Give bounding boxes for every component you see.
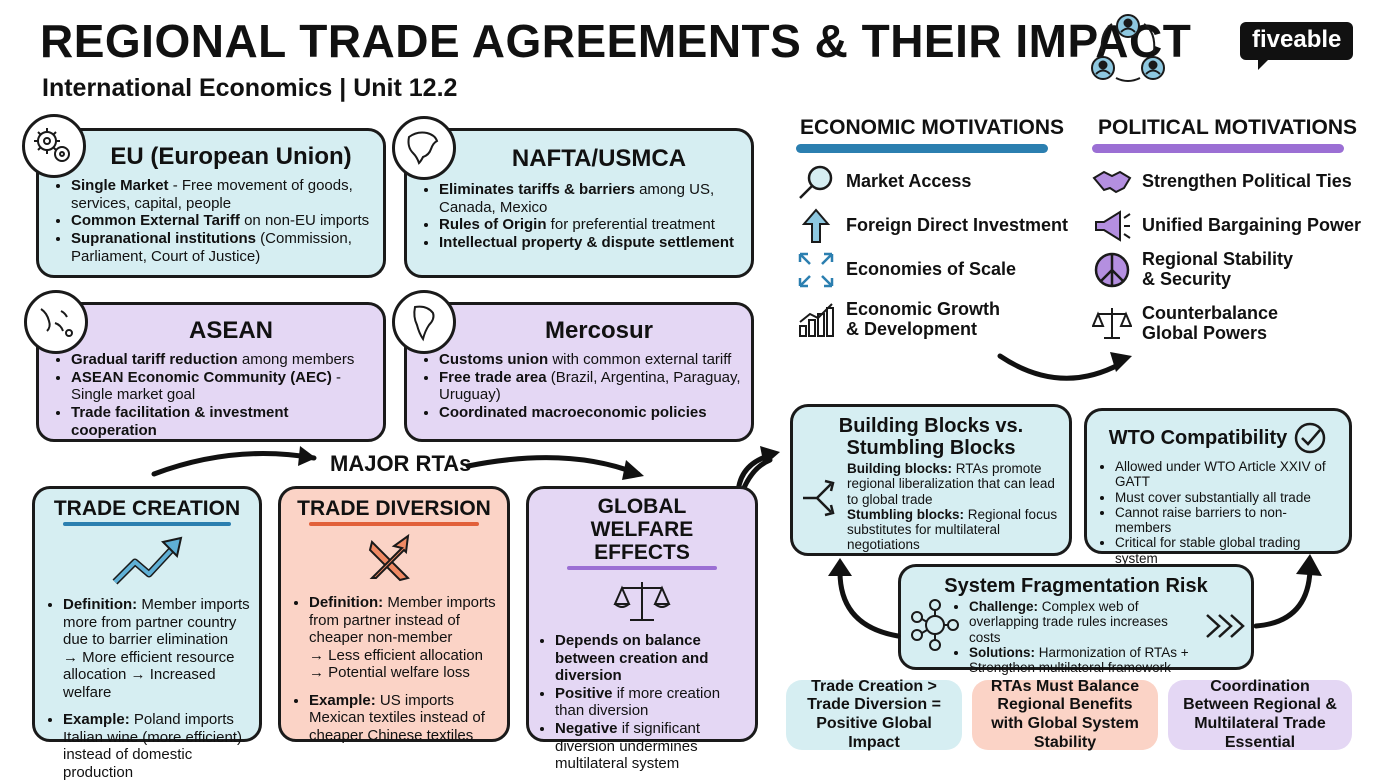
political-item-counterbalance: Counterbalance Global Powers — [1092, 303, 1322, 344]
summary-positive-impact: Trade Creation > Trade Diversion = Posit… — [786, 678, 962, 751]
nafta-title: NAFTA/USMCA — [511, 145, 687, 172]
trade-diversion-title: TRADE DIVERSION — [297, 497, 491, 520]
wto-item-2: Must cover substantially all trade — [1115, 490, 1343, 505]
nafta-item-2: Rules of Origin for preferential treatme… — [439, 216, 743, 234]
political-item-stability: Regional Stability & Security — [1092, 249, 1302, 290]
page-subtitle: International Economics | Unit 12.2 — [42, 74, 458, 102]
global-welfare-card: GLOBAL WELFARE EFFECTS Depends on balanc… — [526, 486, 758, 772]
curved-arrow-right — [997, 352, 1132, 381]
eu-item-3: Supranational institutions (Commission, … — [71, 230, 375, 265]
wto-item-1: Allowed under WTO Article XXIV of GATT — [1115, 459, 1343, 490]
up-arrow-icon — [801, 208, 831, 243]
page-title: REGIONAL TRADE AGREEMENTS & THEIR IMPACT — [40, 15, 1192, 67]
trade-creation-underline — [63, 522, 231, 527]
global-welfare-underline — [567, 566, 717, 571]
major-rtas-label: MAJOR RTAs — [330, 451, 472, 476]
fragmentation-challenge: Challenge: Complex web of overlapping tr… — [969, 599, 1197, 645]
global-welfare-item-1: Depends on balance between creation and … — [555, 632, 749, 685]
global-welfare-item-3: Negative if significant diversion underm… — [555, 720, 749, 773]
trade-creation-definition: Definition: Member imports more from par… — [63, 596, 253, 701]
economic-item-fdi: Foreign Direct Investment — [796, 206, 1068, 246]
global-welfare-item-2: Positive if more creation than diversion — [555, 685, 749, 720]
fragmentation-title: System Fragmentation Risk — [944, 575, 1208, 597]
mercosur-title: Mercosur — [544, 317, 654, 344]
building-blocks-text: Building blocks: RTAs promote regional l… — [847, 461, 1058, 553]
asean-title: ASEAN — [188, 317, 273, 344]
mercosur-item-2: Free trade area (Brazil, Argentina, Para… — [439, 369, 743, 404]
fork-arrows-icon — [803, 479, 835, 517]
economic-item-scale: Economies of Scale — [796, 250, 1016, 290]
south-america-map-icon — [392, 290, 456, 354]
building-blocks-card: Building Blocks vs. Stumbling Blocks Bui… — [790, 404, 1072, 556]
check-circle-icon — [1295, 422, 1326, 454]
eu-card: EU (European Union) Single Market - Free… — [36, 128, 386, 278]
people-cycle-icon — [1091, 14, 1165, 82]
political-motivations-title: POLITICAL MOTIVATIONS — [1098, 116, 1357, 139]
trade-diversion-example: Example: US imports Mexican textiles ins… — [309, 692, 501, 745]
trade-diversion-card: TRADE DIVERSION Definition: Member impor… — [278, 486, 510, 745]
eu-item-2: Common External Tariff on non-EU imports — [71, 212, 375, 230]
economic-motivations-title: ECONOMIC MOTIVATIONS — [800, 116, 1065, 139]
wto-item-4: Critical for stable global trading syste… — [1115, 535, 1343, 566]
wto-item-3: Cannot raise barriers to non-members — [1115, 505, 1343, 536]
eu-item-1: Single Market - Free movement of goods, … — [71, 177, 375, 212]
megaphone-icon — [1095, 210, 1131, 242]
eu-title: EU (European Union) — [110, 143, 352, 170]
gears-icon — [22, 114, 86, 178]
political-motivations-bar — [1092, 144, 1344, 153]
trade-diversion-definition: Definition: Member imports from partner … — [309, 594, 501, 682]
trade-creation-title: TRADE CREATION — [53, 497, 241, 520]
nafta-card: NAFTA/USMCA Eliminates tariffs & barrier… — [404, 128, 754, 278]
trade-creation-example: Example: Poland imports Italian wine (mo… — [63, 711, 253, 781]
expand-arrows-icon — [798, 252, 834, 288]
rising-trend-icon — [112, 536, 183, 585]
economic-motivations-bar — [796, 144, 1048, 153]
nafta-item-3: Intellectual property & dispute settleme… — [439, 234, 743, 252]
growth-chart-icon — [799, 303, 834, 337]
north-america-map-icon — [392, 116, 456, 180]
summary-coordination: Coordination Between Regional & Multilat… — [1168, 678, 1352, 751]
diverging-arrows-icon — [368, 533, 410, 582]
economic-item-market-access: Market Access — [796, 162, 971, 202]
asean-item-3: Trade facilitation & investment cooperat… — [71, 404, 375, 439]
fiveable-logo: fiveable — [1240, 22, 1354, 70]
mercosur-item-3: Coordinated macroeconomic policies — [439, 404, 743, 422]
peace-icon — [1094, 252, 1130, 288]
network-icon — [911, 599, 959, 651]
trade-diversion-underline — [309, 522, 479, 527]
wto-title: WTO Compatibility — [1108, 427, 1288, 449]
nafta-item-1: Eliminates tariffs & barriers among US, … — [439, 181, 743, 216]
mercosur-item-1: Customs union with common external tarif… — [439, 351, 743, 369]
chevrons-right-icon — [1206, 614, 1245, 638]
political-item-ties: Strengthen Political Ties — [1092, 162, 1352, 202]
wto-card: WTO Compatibility Allowed under WTO Arti… — [1084, 408, 1352, 566]
handshake-icon — [1092, 170, 1132, 194]
curved-arrow-up-right — [1253, 554, 1322, 629]
balance-scale-icon — [613, 582, 671, 622]
mercosur-card: Mercosur Customs union with common exter… — [404, 302, 754, 442]
economic-item-growth: Economic Growth & Development — [796, 299, 1016, 340]
southeast-asia-map-icon — [24, 290, 88, 354]
asean-item-2: ASEAN Economic Community (AEC) - Single … — [71, 369, 375, 404]
asean-item-1: Gradual tariff reduction among members — [71, 351, 375, 369]
fragmentation-solutions: Solutions: Harmonization of RTAs + Stren… — [969, 645, 1197, 676]
political-item-bargaining: Unified Bargaining Power — [1092, 206, 1361, 246]
building-blocks-title: Building Blocks vs. Stumbling Blocks — [838, 415, 1024, 459]
magnifier-icon — [799, 165, 833, 199]
summary-balance: RTAs Must Balance Regional Benefits with… — [972, 678, 1158, 751]
trade-creation-card: TRADE CREATION Definition: Member import… — [32, 486, 262, 781]
curved-arrow-up-left — [828, 558, 901, 639]
fragmentation-card: System Fragmentation Risk Challenge: Com… — [898, 564, 1254, 675]
scales-icon — [1092, 308, 1132, 339]
asean-card: ASEAN Gradual tariff reduction among mem… — [36, 302, 386, 442]
global-welfare-title: GLOBAL WELFARE EFFECTS — [590, 495, 694, 565]
